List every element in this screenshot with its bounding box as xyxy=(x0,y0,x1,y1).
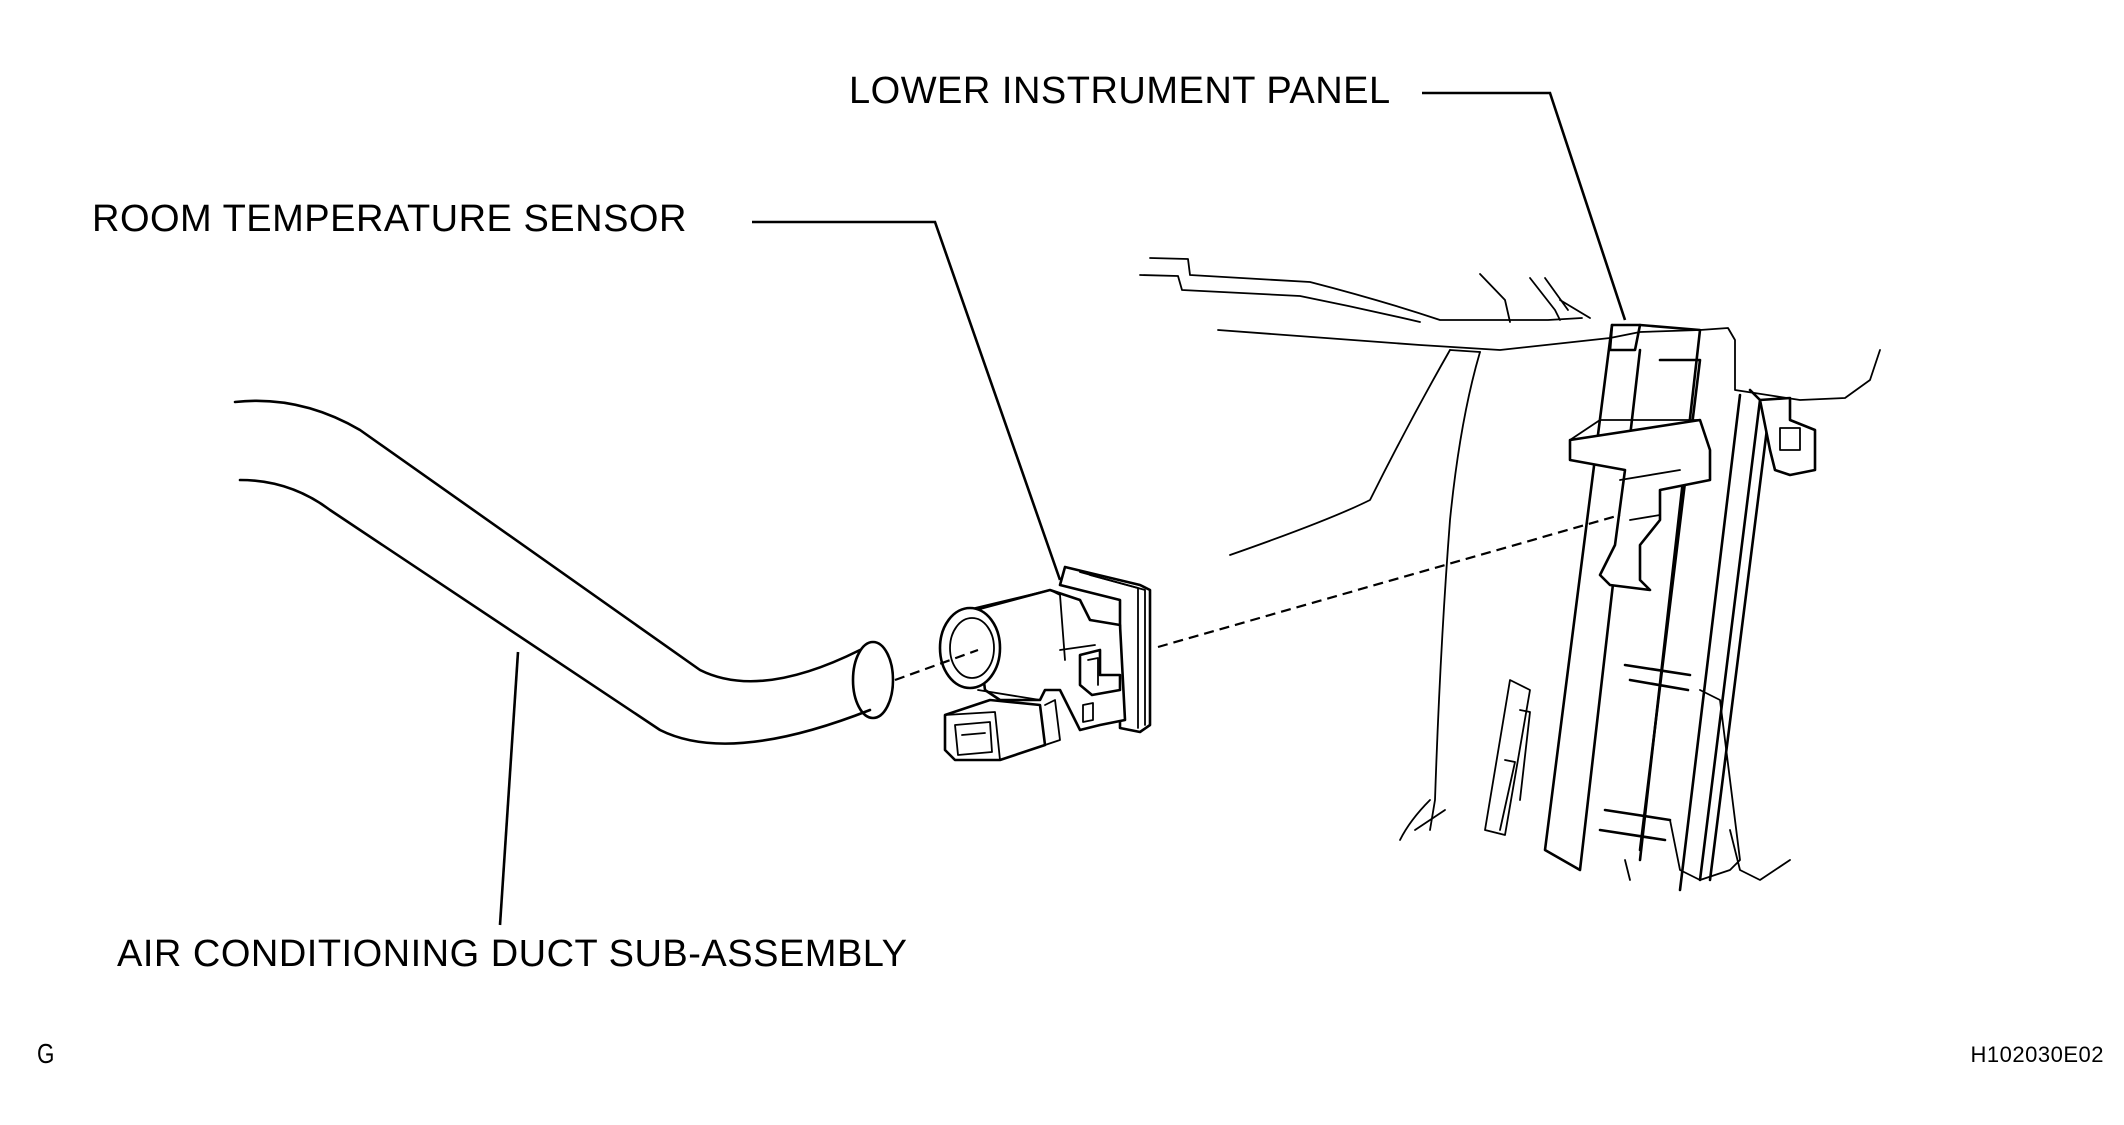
room-temperature-sensor-drawing xyxy=(938,565,1152,762)
label-room-temperature-sensor: ROOM TEMPERATURE SENSOR xyxy=(92,198,687,240)
leader-line-room-temperature-sensor xyxy=(752,220,1062,581)
view-code: G xyxy=(37,1038,55,1069)
label-air-conditioning-duct: AIR CONDITIONING DUCT SUB-ASSEMBLY xyxy=(117,933,908,975)
figure-id: H102030E02 xyxy=(1970,1042,2104,1067)
alignment-line-duct-to-sensor xyxy=(894,648,979,682)
lower-instrument-panel-drawing xyxy=(1139,257,1881,892)
alignment-line-sensor-to-panel xyxy=(1157,513,1621,649)
air-conditioning-duct-drawing xyxy=(233,399,895,745)
label-lower-instrument-panel: LOWER INSTRUMENT PANEL xyxy=(849,70,1391,112)
leader-line-air-conditioning-duct xyxy=(498,651,520,926)
leader-line-lower-instrument-panel xyxy=(1422,91,1627,321)
